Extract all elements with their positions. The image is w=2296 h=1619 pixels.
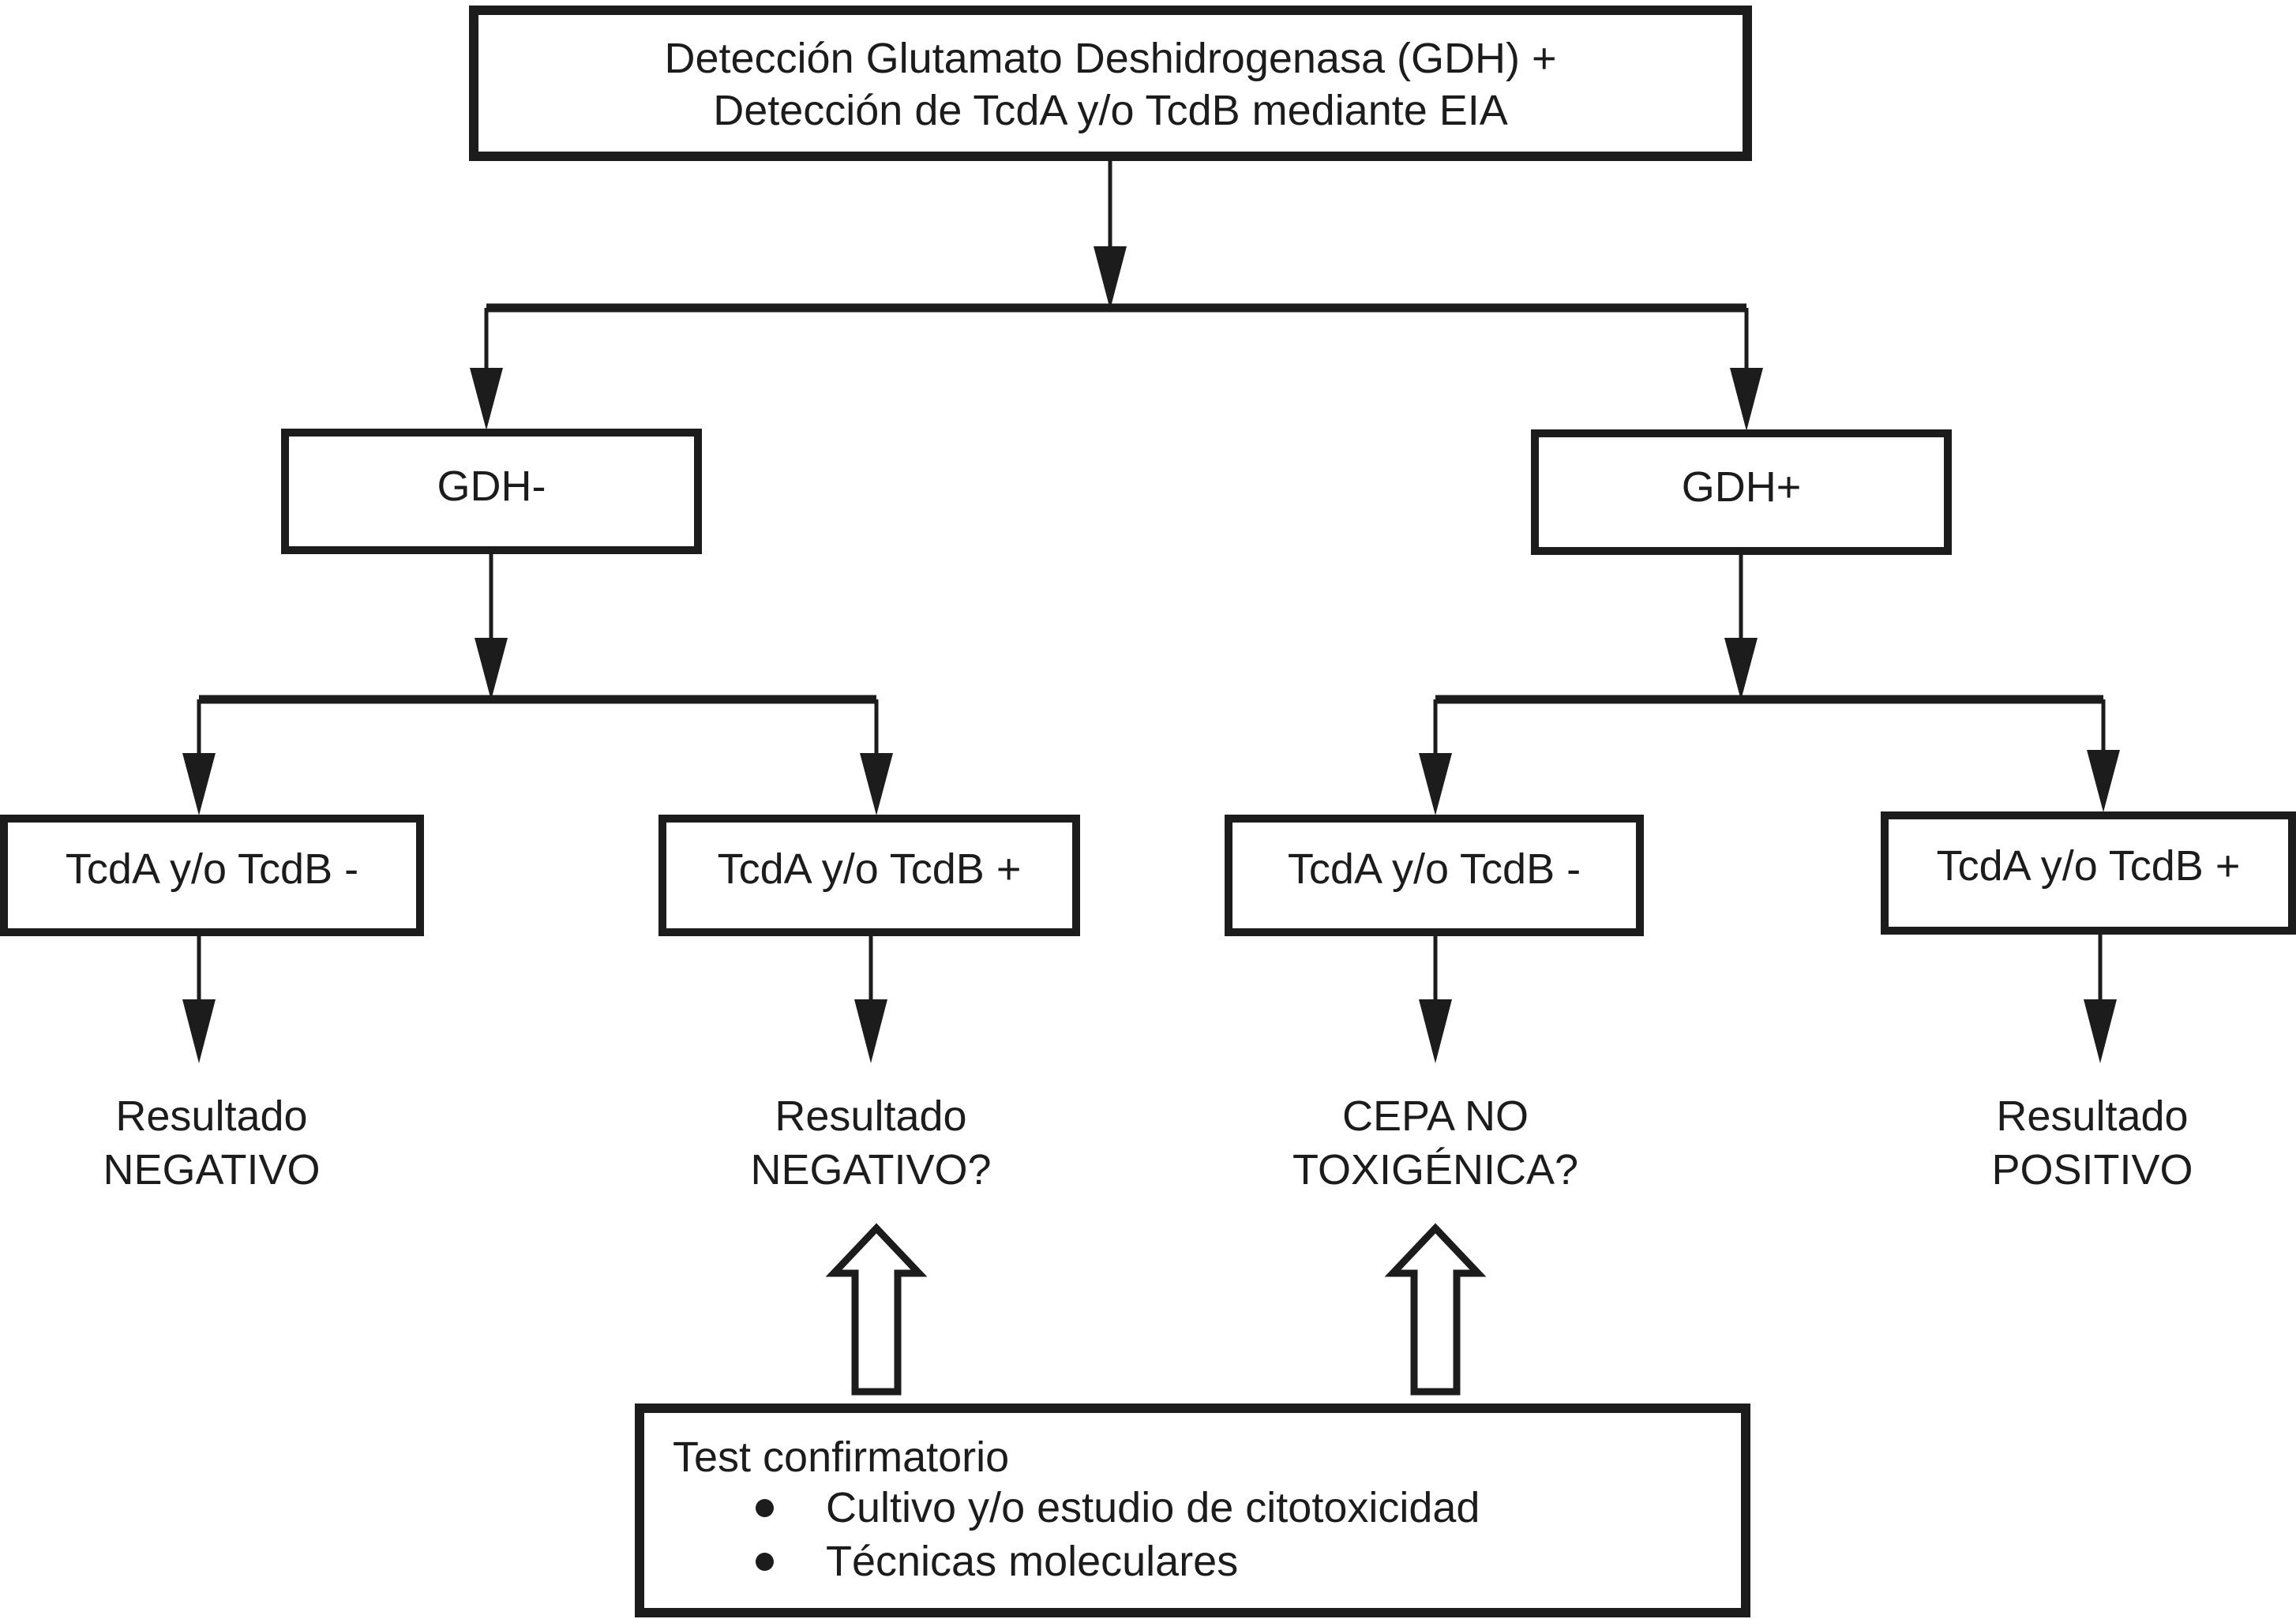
arrow-to-tcd-box-3 <box>1419 699 1452 815</box>
node-title-box: Detección Glutamato Deshidrogenasa (GDH)… <box>469 6 1752 161</box>
tcd-label: TcdA y/o TcdB - <box>1287 845 1581 893</box>
result-nontoxigenic-strain: CEPA NO TOXIGÉNICA? <box>1199 1089 1672 1197</box>
result-line-1: CEPA NO <box>1341 1092 1529 1140</box>
gdh-positive-label: GDH+ <box>1681 463 1802 511</box>
confirmatory-bullet-1: Cultivo y/o estudio de citotoxicidad <box>756 1481 1741 1535</box>
arrow-gdh-negative-to-split <box>475 554 508 700</box>
block-arrow-confirm-to-negative <box>825 1223 928 1396</box>
gdh-negative-label: GDH- <box>437 463 546 510</box>
arrow-to-result-2 <box>854 936 887 1063</box>
result-positive: Resultado POSITIVO <box>1855 1089 2296 1197</box>
node-confirmatory-test: Test confirmatorio Cultivo y/o estudio d… <box>635 1404 1750 1617</box>
arrow-to-tcd-box-4 <box>2087 699 2120 812</box>
bullet-dot-icon <box>756 1552 774 1571</box>
node-gdh-negative: GDH- <box>281 429 702 554</box>
confirmatory-bullet-2: Técnicas moleculares <box>756 1535 1741 1588</box>
arrow-gdh-positive-to-split <box>1724 555 1758 700</box>
arrow-to-result-4 <box>2084 935 2117 1063</box>
arrow-split-to-gdh-negative <box>470 308 503 430</box>
result-line-2: NEGATIVO <box>103 1146 321 1194</box>
title-line-1: Detección Glutamato Deshidrogenasa (GDH)… <box>664 35 1557 82</box>
result-negative-questionable: Resultado NEGATIVO? <box>634 1089 1108 1197</box>
tcd-label: TcdA y/o TcdB + <box>717 845 1022 893</box>
bullet-dot-icon <box>756 1498 774 1517</box>
confirmatory-title: Test confirmatorio <box>673 1433 1010 1481</box>
arrow-title-to-split <box>1094 160 1127 309</box>
block-arrow-confirm-to-toxigenic <box>1384 1223 1487 1396</box>
bullet-text: Técnicas moleculares <box>826 1538 1239 1585</box>
result-line-2: TOXIGÉNICA? <box>1292 1146 1579 1194</box>
result-line-1: Resultado <box>115 1092 308 1140</box>
arrow-split-to-gdh-positive <box>1730 308 1763 431</box>
title-line-2: Detección de TcdA y/o TcdB mediante EIA <box>713 87 1508 134</box>
node-tcd-positive-left: TcdA y/o TcdB + <box>658 815 1080 936</box>
result-negative: Resultado NEGATIVO <box>0 1089 448 1197</box>
node-tcd-negative-right: TcdA y/o TcdB - <box>1225 815 1644 936</box>
node-gdh-positive: GDH+ <box>1531 429 1952 555</box>
arrow-to-tcd-box-1 <box>182 699 216 815</box>
arrow-to-result-1 <box>182 936 216 1063</box>
bullet-text: Cultivo y/o estudio de citotoxicidad <box>826 1484 1480 1531</box>
result-line-2: NEGATIVO? <box>750 1146 992 1194</box>
arrow-to-result-3 <box>1419 936 1452 1063</box>
arrow-to-tcd-box-2 <box>860 699 893 815</box>
result-line-1: Resultado <box>1996 1092 2189 1140</box>
result-line-1: Resultado <box>775 1092 967 1140</box>
result-line-2: POSITIVO <box>1991 1146 2193 1194</box>
tcd-label: TcdA y/o TcdB + <box>1936 842 2241 890</box>
node-tcd-positive-right: TcdA y/o TcdB + <box>1881 811 2296 935</box>
tcd-label: TcdA y/o TcdB - <box>65 845 359 893</box>
node-tcd-negative-left: TcdA y/o TcdB - <box>0 815 424 936</box>
